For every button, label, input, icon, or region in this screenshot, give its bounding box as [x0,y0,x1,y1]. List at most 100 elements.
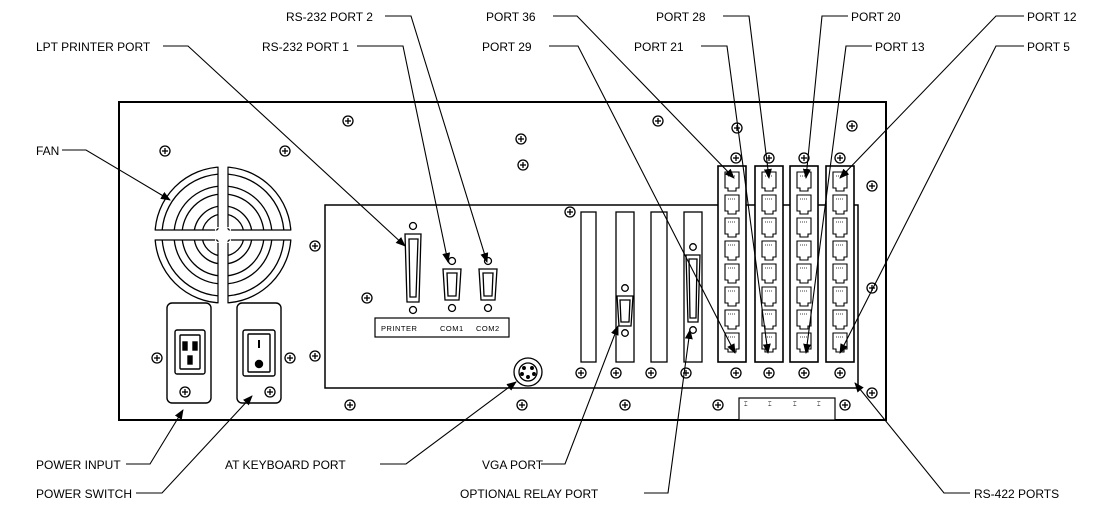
port-card [825,165,855,363]
screw [619,399,631,411]
rj-jack [724,286,740,307]
rj-jack [761,217,777,238]
screw [279,145,291,157]
rj-port-cards [717,165,855,363]
screw [798,152,810,164]
screw [712,399,724,411]
port-card [717,165,747,363]
screw [151,352,163,364]
screw [798,367,810,379]
screw [515,133,527,145]
screw [834,367,846,379]
fan-struts [148,160,298,310]
rj-jack [832,171,848,192]
screw [264,386,276,398]
rj-jack [724,240,740,261]
label-rs232-port-2: RS-232 PORT 2 [286,10,373,24]
port-card [789,165,819,363]
rj-jack [796,286,812,307]
rj-jack [796,309,812,330]
screw [834,152,846,164]
label-port-13: PORT 13 [875,40,925,54]
label-port-20: PORT 20 [851,10,901,24]
power-input-socket [166,302,212,404]
rj-jack [724,263,740,284]
lpt-printer-connector [404,221,422,315]
rj-jack [761,286,777,307]
label-power-input: POWER INPUT [36,458,121,472]
rj-jack [761,332,777,353]
com2-text: COM2 [476,324,500,333]
rj-jack [796,263,812,284]
screw [179,386,191,398]
screw [645,367,657,379]
screw [680,367,692,379]
screw [564,206,576,218]
leader-lines [62,15,1024,494]
label-power-switch: POWER SWITCH [36,487,132,501]
rj-jack [796,332,812,353]
screw [344,399,356,411]
screw [361,292,373,304]
screw [575,367,587,379]
rj-jack [796,194,812,215]
screw [309,350,321,362]
screw [516,399,528,411]
svg-text:⌶: ⌶ [768,401,772,408]
rj-jack [761,194,777,215]
screw [342,115,354,127]
screw [730,367,742,379]
rj-jack [796,240,812,261]
label-fan: FAN [36,144,59,158]
rs422-terminal-strip: ⌶⌶⌶⌶ [738,397,836,421]
port-card [754,165,784,363]
label-port-12: PORT 12 [1027,10,1077,24]
printer-text: PRINTER [381,324,418,333]
rj-jack [724,194,740,215]
rj-jack [724,332,740,353]
com1-text: COM1 [440,324,464,333]
screw [730,152,742,164]
screw [652,115,664,127]
serial-label-box [374,317,510,338]
rj-jack [796,171,812,192]
rj-jack [724,309,740,330]
screw [610,367,622,379]
label-rs232-port-1: RS-232 PORT 1 [262,40,349,54]
rj-jack [724,217,740,238]
rj-jack [796,217,812,238]
screw [763,367,775,379]
screw [159,145,171,157]
screw [517,159,529,171]
expansion-slots [580,211,703,363]
rj-jack [832,263,848,284]
fan-strut-edges [155,167,291,303]
svg-text:⌶: ⌶ [793,401,797,408]
power-switch [236,302,282,404]
label-lpt-printer-port: LPT PRINTER PORT [36,40,151,54]
label-rs422-ports: RS-422 PORTS [974,487,1059,501]
rj-jack [761,240,777,261]
rj-jack [832,309,848,330]
screw [846,120,858,132]
rj-jack [724,171,740,192]
rj-jack [832,217,848,238]
screw [731,122,743,134]
rj-jack [832,240,848,261]
label-vga-port: VGA PORT [482,458,544,472]
svg-text:⌶: ⌶ [744,401,748,408]
com1-connector [442,256,462,313]
screw [284,352,296,364]
screw [839,399,851,411]
label-port-5: PORT 5 [1027,40,1070,54]
label-port-36: PORT 36 [486,10,536,24]
rj-jack [761,309,777,330]
screw [866,282,878,294]
rj-jack [832,286,848,307]
at-keyboard-connector [513,357,543,387]
vga-connector [616,284,634,337]
screw [309,240,321,252]
rj-jack [832,194,848,215]
screw [866,180,878,192]
